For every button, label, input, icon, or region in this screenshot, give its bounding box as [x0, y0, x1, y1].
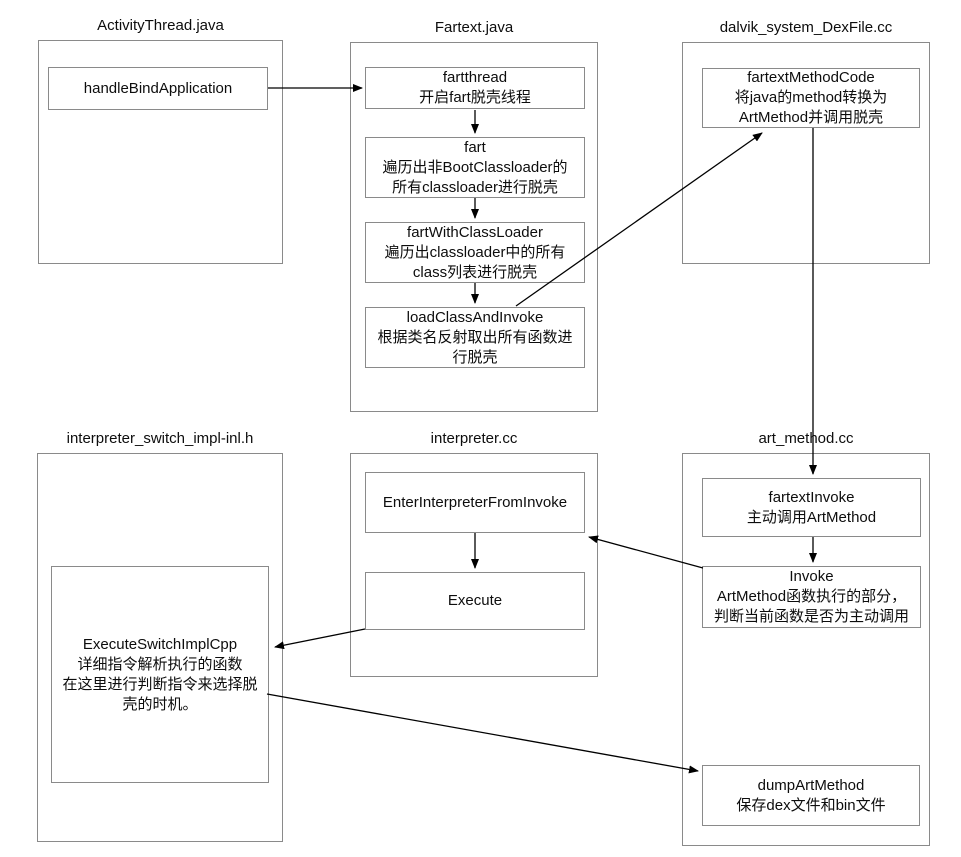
container-title-dexfile: dalvik_system_DexFile.cc	[719, 19, 893, 36]
node-fart-with-class-loader: fartWithClassLoader 遍历出classloader中的所有 c…	[365, 222, 585, 283]
node-execute-switch-impl-cpp: ExecuteSwitchImplCpp 详细指令解析执行的函数 在这里进行判断…	[51, 566, 269, 783]
node-handle-bind-application: handleBindApplication	[48, 67, 268, 110]
container-title-activity-thread: ActivityThread.java	[97, 17, 224, 34]
container-title-interpreter-switch: interpreter_switch_impl-inl.h	[66, 430, 254, 447]
node-fartext-method-code: fartextMethodCode 将java的method转换为 ArtMet…	[702, 68, 920, 128]
container-title-fartext: Fartext.java	[434, 19, 514, 36]
node-load-class-and-invoke: loadClassAndInvoke 根据类名反射取出所有函数进 行脱壳	[365, 307, 585, 368]
container-title-art-method: art_method.cc	[758, 430, 854, 447]
node-fartext-invoke: fartextInvoke 主动调用ArtMethod	[702, 478, 921, 537]
node-fart: fart 遍历出非BootClassloader的 所有classloader进…	[365, 137, 585, 198]
node-enter-interpreter-from-invoke: EnterInterpreterFromInvoke	[365, 472, 585, 533]
node-fartthread: fartthread 开启fart脱壳线程	[365, 67, 585, 109]
edge-executeswitchimplcpp-to-dumpartmethod	[266, 693, 699, 774]
node-dump-art-method: dumpArtMethod 保存dex文件和bin文件	[702, 765, 920, 826]
node-invoke: Invoke ArtMethod函数执行的部分， 判断当前函数是否为主动调用	[702, 566, 921, 628]
container-title-interpreter: interpreter.cc	[430, 430, 518, 447]
node-execute: Execute	[365, 572, 585, 630]
